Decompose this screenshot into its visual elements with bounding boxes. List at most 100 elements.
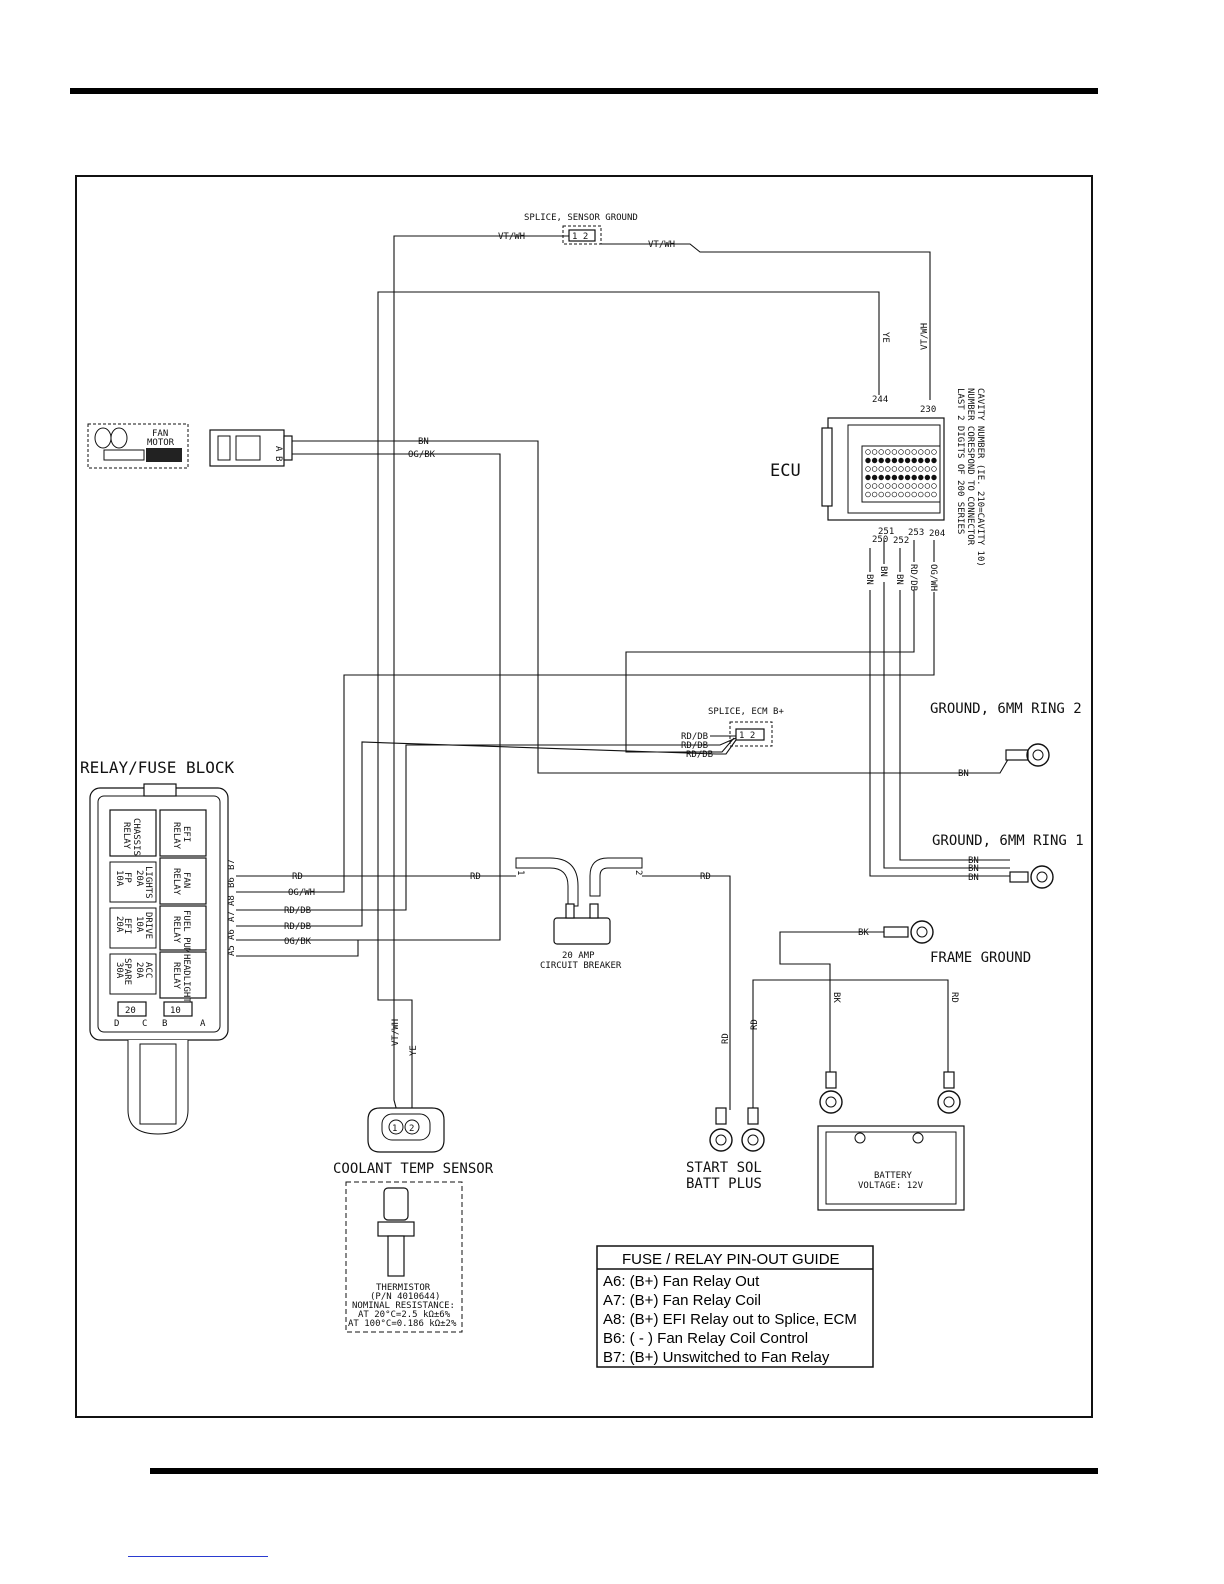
fuse-block-b: B	[162, 1019, 167, 1029]
thermistor-box: THERMISTOR (P/N 4010644) NOMINAL RESISTA…	[345, 1181, 463, 1333]
thermistor-line-4: AT 20°C=2.5 kΩ±6%	[358, 1310, 451, 1320]
ecu-pin-hole	[891, 457, 898, 464]
ecu-pin-hole	[871, 457, 878, 464]
ecu-pin-hole	[931, 483, 937, 489]
ecu-pin-hole	[904, 449, 911, 455]
ecu-pin-244: 244	[872, 395, 888, 405]
coolant-temp-sensor: 1 2	[367, 1107, 445, 1153]
ecu-pin-hole	[904, 474, 911, 481]
wire-ye	[377, 291, 880, 1115]
pin-a6: A6	[227, 929, 237, 940]
pinout-guide: FUSE / RELAY PIN-OUT GUIDE A6: (B+) Fan …	[596, 1245, 874, 1368]
splice-sensor-ground: SPLICE, SENSOR GROUND 1 2	[524, 213, 638, 245]
ecu-pin-hole	[891, 474, 898, 481]
relay-chassis-1: CHASSIS	[131, 818, 141, 856]
fan-pin-b: B	[273, 456, 283, 461]
pinout-guide-title: FUSE / RELAY PIN-OUT GUIDE	[622, 1251, 840, 1268]
ecu-pin-hole	[924, 466, 931, 472]
start-sol-terminals: START SOL BATT PLUS	[686, 1107, 765, 1192]
ecu-pin-hole	[885, 457, 891, 464]
ecu-pin-hole	[871, 483, 878, 489]
ecu-pin-hole	[865, 491, 871, 498]
label-rd-db-a: RD/DB	[681, 732, 708, 742]
cb-pin-1: 1	[515, 870, 525, 875]
ecu-pin-hole	[878, 466, 884, 472]
wire-rd-db-a7	[236, 739, 737, 927]
fuse-acc-amp: 20A	[134, 962, 144, 979]
label-og-wh-ecu: OG/WH	[928, 564, 938, 591]
ecu-pin-hole	[878, 483, 884, 489]
fuse-block-10: 10	[170, 1006, 181, 1016]
ecu-pin-hole	[885, 483, 891, 489]
wire-vt-wh-ecu	[601, 243, 931, 400]
ecu-pin-hole	[931, 491, 937, 498]
ecu-pin-hole	[878, 491, 884, 498]
label-bn-fan: BN	[418, 437, 429, 447]
ecu-pin-hole	[898, 457, 904, 464]
fan-motor-label-2: MOTOR	[147, 438, 175, 448]
ecu-pin-hole	[871, 449, 878, 455]
fuse-efi: EFI	[122, 918, 132, 934]
pin-a5: A5	[227, 945, 237, 956]
ecu-pin-hole	[911, 474, 917, 481]
frame-ground-ring	[883, 920, 934, 944]
ecu-pin-hole	[885, 491, 891, 498]
label-rd-start: RD	[721, 1033, 731, 1044]
relay-efi-1: EFI	[181, 826, 191, 842]
ecu-pin-hole	[931, 474, 937, 481]
label-og-bk-a6: OG/BK	[284, 937, 312, 947]
ecu-pin-hole	[865, 449, 871, 455]
ecu-pin-hole	[865, 474, 871, 481]
ecu-pin-hole	[918, 491, 924, 498]
fuse-block-a: A	[200, 1019, 206, 1029]
battery-label-1: BATTERY	[874, 1171, 913, 1181]
battery: BATTERY VOLTAGE: 12V	[817, 1071, 965, 1211]
ecu-pin-hole	[885, 449, 891, 455]
label-bn-ground2: BN	[958, 769, 969, 779]
ecu-pin-204: 204	[929, 529, 945, 539]
ecu-pin-hole	[918, 457, 924, 464]
ecu-pin-hole	[931, 466, 937, 472]
relay-fuel-2: RELAY	[171, 916, 181, 944]
ecu-pin-230: 230	[920, 405, 936, 415]
splice-ecm-pins: 1 2	[739, 731, 755, 741]
thermistor-line-5: AT 100°C=0.186 kΩ±2%	[348, 1319, 457, 1329]
label-og-wh-b6: OG/WH	[288, 888, 315, 898]
ecu-pin-hole	[898, 466, 904, 472]
ecu-pin-hole	[904, 491, 911, 498]
label-rd-cb1: RD	[470, 872, 481, 882]
ecu-pin-hole	[918, 466, 924, 472]
pin-a8: A8	[227, 895, 237, 906]
label-rd-batt-2: RD	[949, 992, 959, 1003]
ecu-pin-251: 251	[878, 527, 894, 537]
ecu-pin-hole	[898, 491, 904, 498]
ecu-pin-hole	[891, 466, 898, 472]
footer-link-underline[interactable]	[128, 1556, 268, 1557]
label-rd-db-a7: RD/DB	[284, 922, 311, 932]
fuse-lights-amp: 20A	[134, 870, 144, 887]
ecu-pin-hole	[924, 457, 931, 464]
ecu-pin-hole	[904, 457, 911, 464]
svg-text:NUMBER CORESPOND TO CONNECTOR: NUMBER CORESPOND TO CONNECTOR	[965, 388, 975, 546]
label-vt-wh-1: VT/WH	[498, 232, 525, 242]
label-bn-250: BN	[864, 574, 874, 585]
ecu-pin-253: 253	[908, 528, 924, 538]
label-bn-g1-a: BN	[968, 856, 979, 866]
fuse-drive: DRIVE	[143, 912, 153, 939]
top-rule	[70, 88, 1098, 94]
wire-bk	[779, 931, 884, 1072]
label-rd-db-a8: RD/DB	[284, 906, 311, 916]
ecu-pin-hole	[904, 466, 911, 472]
pin-a7: A7	[227, 911, 237, 922]
ecu-pin-grid	[865, 449, 937, 498]
wire-bd-253	[625, 540, 915, 753]
circuit-breaker: 1 2 20 AMP CIRCUIT BREAKER	[515, 857, 643, 971]
ecu-pin-hole	[931, 449, 937, 455]
label-vt-wh-2: VT/WH	[648, 240, 675, 250]
splice-ecm: SPLICE, ECM B+ 1 2	[708, 707, 784, 747]
ecu-pin-hole	[918, 449, 924, 455]
splice-ecm-title: SPLICE, ECM B+	[708, 707, 784, 717]
fuse-block-d: D	[114, 1019, 119, 1029]
label-bn-252: BN	[894, 574, 904, 585]
wire-og-bk-fan	[236, 453, 501, 957]
